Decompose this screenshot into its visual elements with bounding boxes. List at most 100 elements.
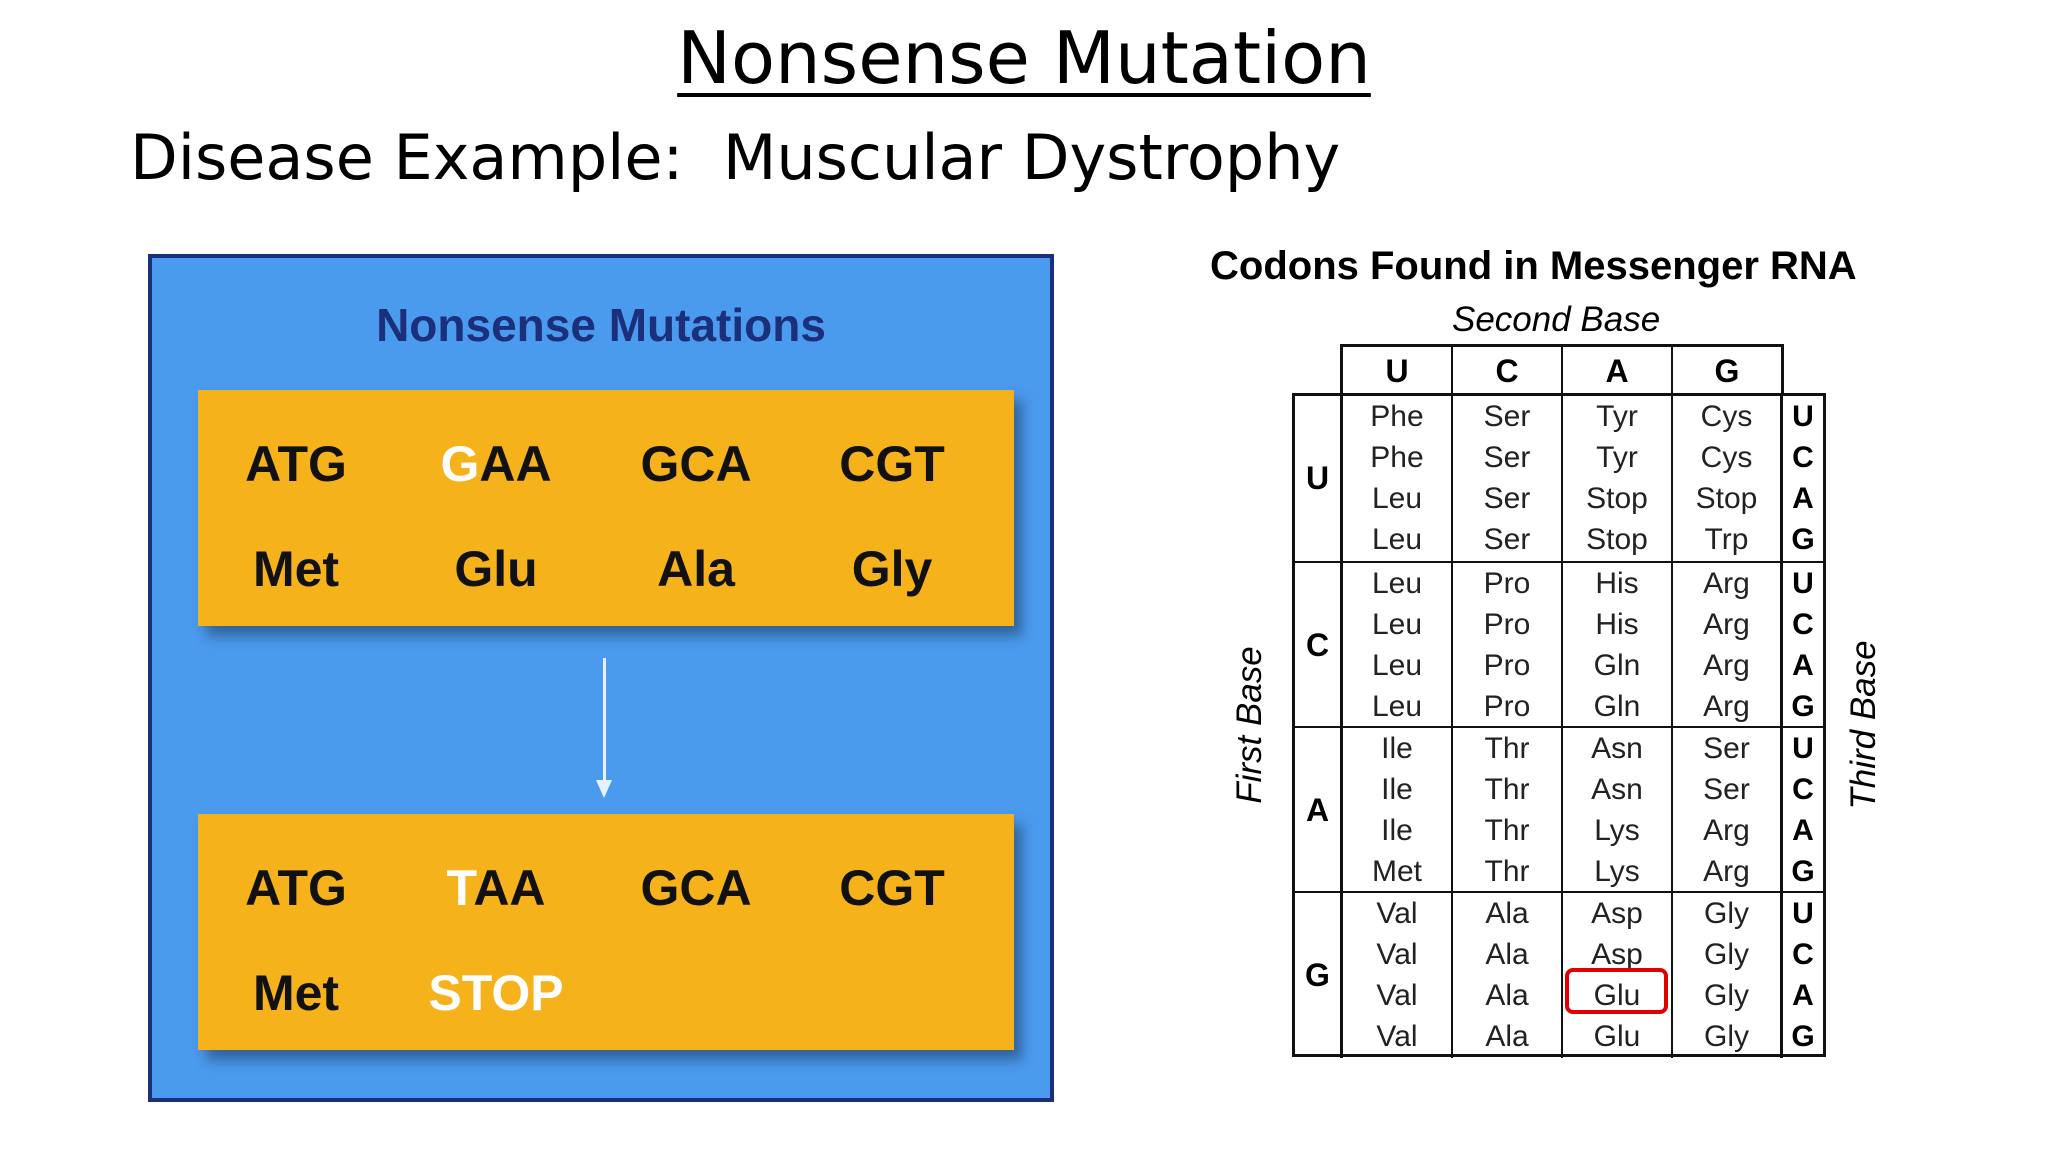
amino-acid: Ser xyxy=(1703,773,1750,806)
amino-acid: Gln xyxy=(1593,690,1641,723)
amino-acid: Ala xyxy=(657,541,735,597)
amino-acid-column: His His Gln Gln xyxy=(1563,563,1673,728)
amino-acid-column: Ser Ser Arg Arg xyxy=(1673,728,1783,893)
amino-acid: Leu xyxy=(1371,608,1423,641)
amino-acid: Glu xyxy=(454,541,538,597)
mutated-sequence-box: ATG TAA GCA CGT Met STOP xyxy=(198,814,1014,1050)
amino-acid: Leu xyxy=(1371,649,1423,682)
third-base-column: U C A G xyxy=(1783,563,1823,728)
third-base-letter: U xyxy=(1792,732,1814,765)
third-base-letter: U xyxy=(1792,567,1814,600)
arrow-head-icon xyxy=(596,780,612,798)
third-base-letter: A xyxy=(1792,649,1814,682)
amino-acid: Gly xyxy=(851,541,933,597)
amino-acid-column: Ala Ala Ala Ala xyxy=(1453,893,1563,1058)
amino-acid: Asp xyxy=(1591,897,1643,930)
codon-block-g: G Val Val Val Val Ala Ala Ala Ala Asp As… xyxy=(1295,891,1823,1058)
mutated-base: G xyxy=(440,436,480,492)
amino-acid: Lys xyxy=(1594,814,1640,847)
amino-acid: Ala xyxy=(1485,1020,1529,1053)
third-base-column: U C A G xyxy=(1783,396,1823,561)
amino-acid: Arg xyxy=(1703,690,1750,723)
mutated-base: T xyxy=(446,860,474,916)
amino-acid-column: Leu Leu Leu Leu xyxy=(1343,563,1453,728)
first-base-letter: C xyxy=(1295,563,1343,728)
down-arrow xyxy=(603,658,606,788)
amino-acid: Glu xyxy=(1593,1020,1641,1053)
amino-acid: Ala xyxy=(1485,938,1529,971)
third-base-letter: U xyxy=(1792,400,1814,433)
page-title: Nonsense Mutation xyxy=(0,14,2048,102)
amino-acid: His xyxy=(1595,608,1639,641)
second-base-c: C xyxy=(1451,347,1561,394)
amino-acid: His xyxy=(1595,567,1639,600)
amino-acid-column: Asp Asp Glu Glu xyxy=(1563,893,1673,1058)
second-base-label: Second Base xyxy=(1452,300,1661,339)
codon: ATG xyxy=(245,436,347,492)
amino-acid: Gly xyxy=(1704,938,1749,971)
amino-acid: Trp xyxy=(1704,523,1749,556)
third-base-label: Third Base xyxy=(1844,640,1883,810)
codon: GCA xyxy=(640,436,752,492)
amino-acid: Ile xyxy=(1381,732,1413,765)
amino-acid: Phe xyxy=(1370,400,1424,433)
amino-acid: Ser xyxy=(1483,482,1531,515)
amino-acid: Leu xyxy=(1371,482,1423,515)
third-base-column: U C A G xyxy=(1783,893,1823,1058)
amino-acid: Gly xyxy=(1704,979,1749,1012)
amino-acid: Asp xyxy=(1591,938,1643,971)
amino-acid: Thr xyxy=(1484,814,1530,847)
third-base-letter: U xyxy=(1792,897,1814,930)
amino-acid: Cys xyxy=(1700,400,1753,433)
amino-acid: Met xyxy=(252,965,340,1021)
amino-acid-column: Arg Arg Arg Arg xyxy=(1673,563,1783,728)
first-base-letter: U xyxy=(1295,396,1343,561)
amino-acid: Arg xyxy=(1703,567,1750,600)
amino-acid: Cys xyxy=(1700,441,1753,474)
amino-acid: Pro xyxy=(1483,608,1531,641)
figure-title: Nonsense Mutations xyxy=(376,299,826,351)
second-base-header: U C A G xyxy=(1340,344,1784,394)
codon-rest: AA xyxy=(473,860,546,916)
second-base-u: U xyxy=(1385,353,1409,389)
amino-acid: Asn xyxy=(1591,773,1643,806)
amino-acid: Ala xyxy=(1485,897,1529,930)
codon-block-a: A Ile Ile Ile Met Thr Thr Thr Thr Asn As… xyxy=(1295,726,1823,893)
amino-acid: Thr xyxy=(1484,855,1530,888)
amino-acid: Stop xyxy=(1695,482,1758,515)
amino-acid: Tyr xyxy=(1596,441,1638,474)
amino-acid: Ser xyxy=(1483,523,1531,556)
second-base-g: G xyxy=(1671,347,1781,394)
first-base-label: First Base xyxy=(1230,646,1269,804)
codon: ATG xyxy=(245,860,347,916)
third-base-letter: A xyxy=(1792,814,1814,847)
codon: GAA xyxy=(406,435,586,493)
amino-acid: Val xyxy=(1376,1020,1418,1053)
first-base-letter: G xyxy=(1295,893,1343,1058)
amino-acid: Phe xyxy=(1370,441,1424,474)
subtitle: Disease Example: Muscular Dystrophy xyxy=(130,121,1341,194)
amino-acid-column: Ser Ser Ser Ser xyxy=(1453,396,1563,561)
amino-acid: Arg xyxy=(1703,855,1750,888)
third-base-letter: G xyxy=(1791,1020,1815,1053)
third-base-letter: G xyxy=(1791,690,1815,723)
amino-acid: Gln xyxy=(1593,649,1641,682)
amino-acid-column: Ile Ile Ile Met xyxy=(1343,728,1453,893)
third-base-letter: C xyxy=(1792,441,1814,474)
amino-acid: Pro xyxy=(1483,649,1531,682)
amino-acid: Arg xyxy=(1703,608,1750,641)
amino-acid: Asn xyxy=(1591,732,1643,765)
codon-block-c: C Leu Leu Leu Leu Pro Pro Pro Pro His Hi… xyxy=(1295,561,1823,728)
amino-acid: Met xyxy=(252,541,340,597)
glu-highlight-box xyxy=(1565,968,1668,1014)
amino-acid: Ile xyxy=(1381,814,1413,847)
first-base-letter: A xyxy=(1295,728,1343,893)
amino-acid: Leu xyxy=(1371,690,1423,723)
amino-acid-column: Tyr Tyr Stop Stop xyxy=(1563,396,1673,561)
page-title-text: Nonsense Mutation xyxy=(677,16,1371,100)
codon: TAA xyxy=(406,859,586,917)
amino-acid: Gly xyxy=(1704,897,1749,930)
amino-acid: Val xyxy=(1376,938,1418,971)
codon: CGT xyxy=(839,860,945,916)
amino-acid: Pro xyxy=(1483,567,1531,600)
